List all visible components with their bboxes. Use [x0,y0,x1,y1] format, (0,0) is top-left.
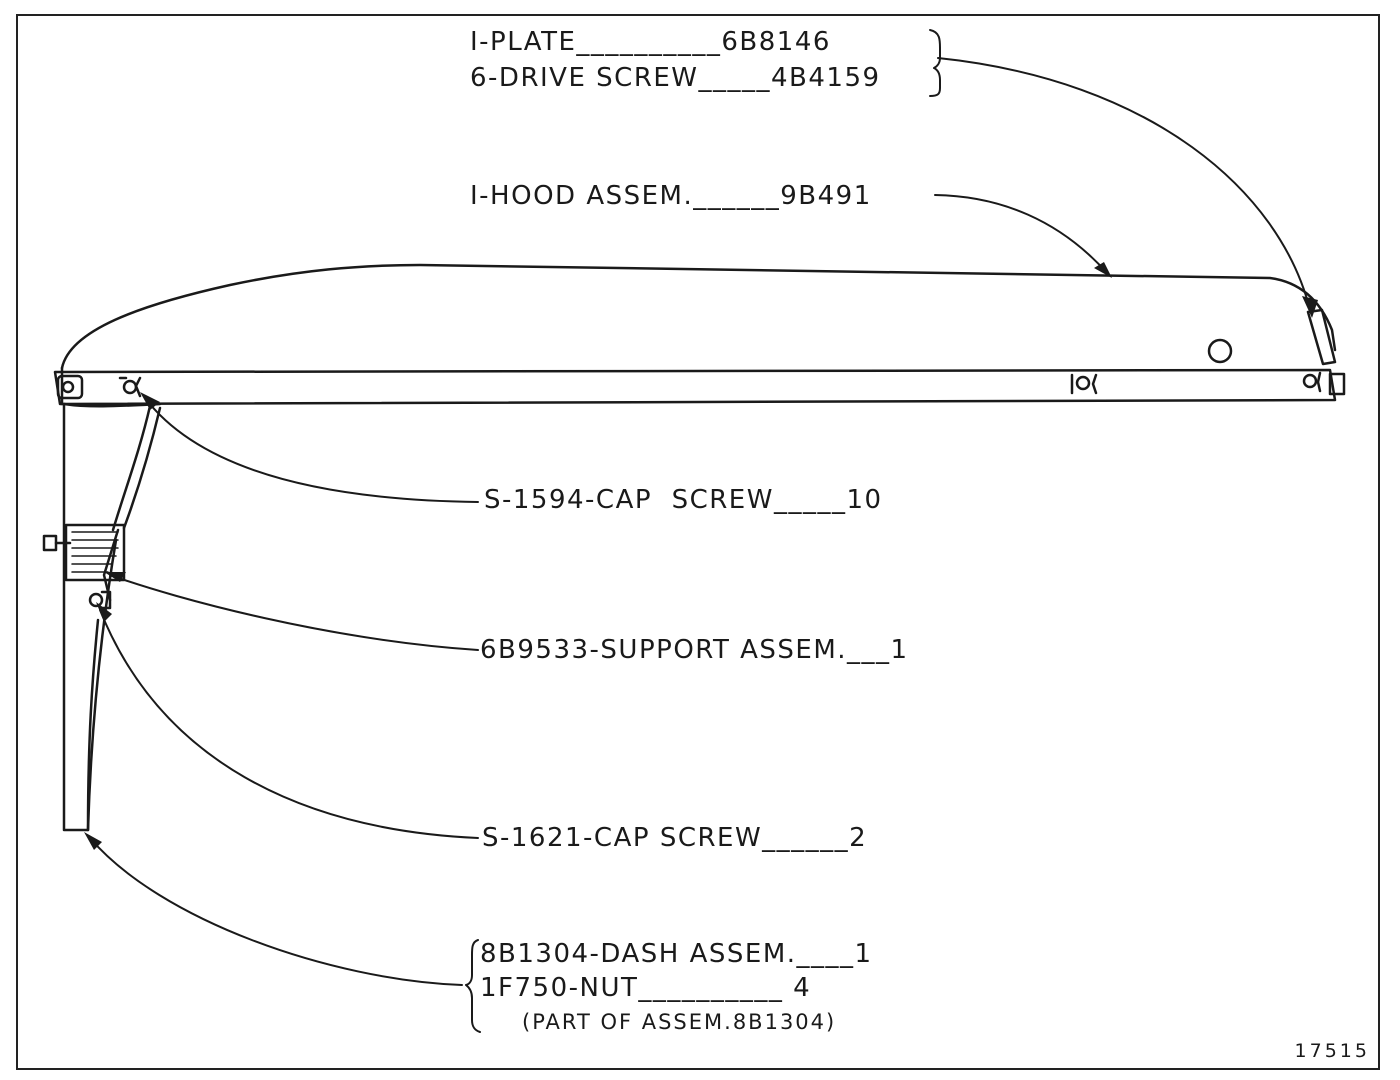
rail-bolt-2 [122,379,138,395]
label-cap-screw-1621: S-1621-CAP SCREW______2 [482,823,868,853]
leader-plate [937,57,1311,311]
hood-right-end [1306,308,1337,366]
support-block [64,523,126,582]
label-drive-screw: 6-DRIVE SCREW_____4B4159 [470,63,881,93]
bracket-dash [465,939,481,1033]
cap-screw-top [42,534,58,552]
arrow-cap-screw-1621 [96,602,112,622]
cap-screw-lower [88,592,104,608]
leader-support [109,574,479,651]
side-rail [53,368,1337,406]
arrow-support [104,572,126,582]
hood-outline [60,263,1337,370]
arrow-dash [84,832,102,850]
rail-bolt-4 [1302,373,1318,389]
label-nut: 1F750-NUT__________ 4 [480,973,812,1003]
hood-hole [1207,338,1233,364]
label-dash-assem: 8B1304-DASH ASSEM.____1 [480,939,873,969]
label-cap-screw-1594: S-1594-CAP SCREW_____10 [484,485,883,515]
leader-dash [89,837,463,986]
label-hood-assem: I-HOOD ASSEM.______9B491 [470,181,872,211]
arrow-plate [1302,296,1318,318]
drawing-frame [16,14,1380,1070]
support-brace [111,404,152,532]
rail-bolt-3 [1075,375,1091,391]
label-part-of: (PART OF ASSEM.8B1304) [522,1010,837,1034]
leader-hood [934,194,1109,275]
rail-bolt-1 [61,380,75,394]
arrow-hood [1094,262,1112,278]
label-support-assem: 6B9533-SUPPORT ASSEM.___1 [480,635,909,665]
rail-front-cap [56,374,84,400]
label-plate: I-PLATE__________6B8146 [470,27,831,57]
figure-number: 17515 [1294,1040,1370,1062]
bracket-plate [929,29,941,97]
arrow-cap-screw-1594 [140,392,160,410]
leader-cap-screw-1621 [99,609,479,839]
rail-rear-cap [1328,372,1346,396]
leader-cap-screw-1594 [144,397,479,503]
